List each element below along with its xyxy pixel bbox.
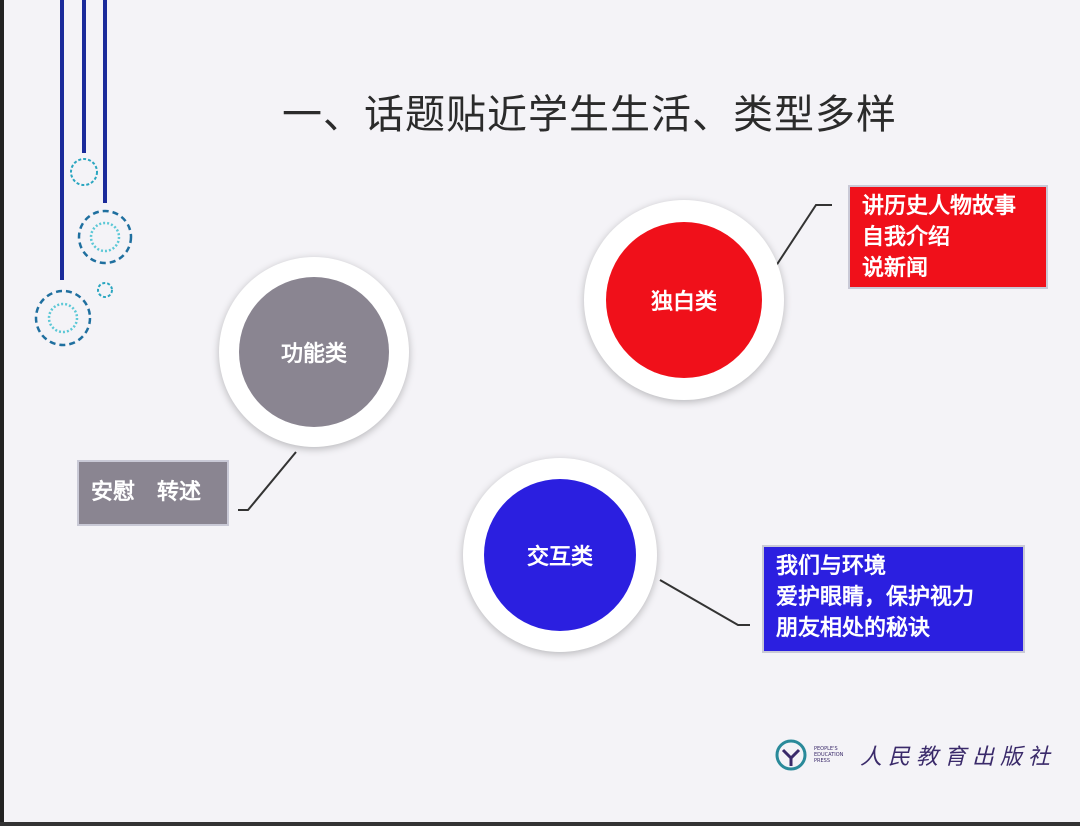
snowflake-icon <box>70 158 113 298</box>
example-item: 爱护眼睛，保护视力 <box>776 585 975 610</box>
category-functional: 功能类 <box>239 277 389 427</box>
publisher-logo: PEOPLE'S EDUCATION PRESS 人民教育出版社 <box>774 738 1056 772</box>
category-interactive: 交互类 <box>484 479 636 631</box>
connector-lines <box>238 204 832 626</box>
example-item: 说新闻 <box>862 256 929 281</box>
logo-english: PEOPLE'S EDUCATION PRESS <box>814 746 844 764</box>
frame-edge <box>0 0 4 826</box>
pep-emblem-icon <box>775 739 807 771</box>
example-item: 自我介绍 <box>862 225 951 250</box>
frame-bottom <box>0 822 1080 826</box>
hanging-lines <box>60 0 107 280</box>
snowflake-icon <box>34 209 133 347</box>
monologue-examples-box: 讲历史人物故事 自我介绍 说新闻 <box>848 185 1048 289</box>
category-monologue: 独白类 <box>606 222 762 378</box>
example-item: 我们与环境 <box>776 554 887 579</box>
example-item: 朋友相处的秘诀 <box>776 616 931 641</box>
example-item: 讲历史人物故事 <box>862 194 1017 219</box>
logo-text: 人民教育出版社 <box>860 745 1057 770</box>
example-item: 安慰 转述 <box>91 480 202 505</box>
functional-examples-box: 安慰 转述 <box>77 460 229 526</box>
slide-title: 一、话题贴近学生生活、类型多样 <box>282 92 897 138</box>
interactive-examples-box: 我们与环境 爱护眼睛，保护视力 朋友相处的秘诀 <box>762 545 1025 653</box>
